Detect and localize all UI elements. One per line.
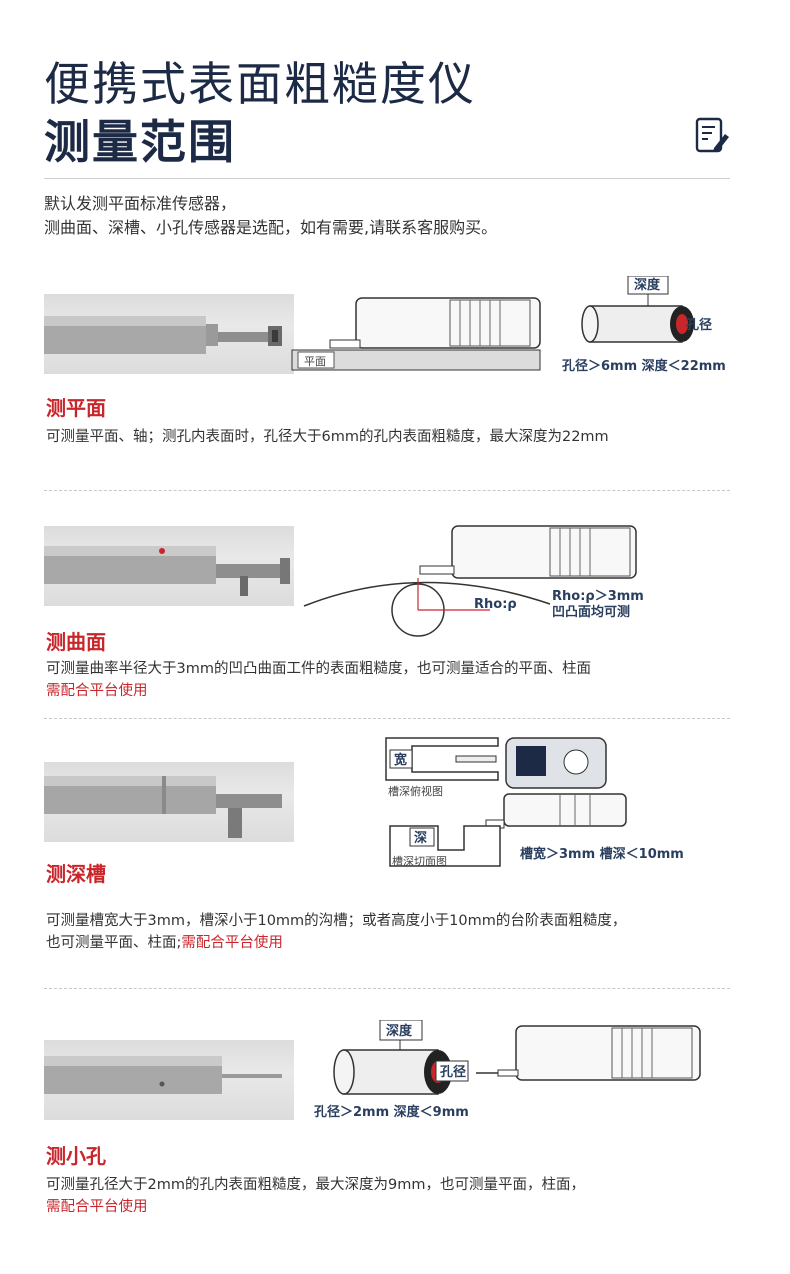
section-desc-groove-2: 也可测量平面、柱面;需配合平台使用 <box>46 932 283 954</box>
section-title-flat: 测平面 <box>46 396 106 420</box>
flat-surface-label: 平面 <box>304 355 326 368</box>
section-title-curved: 测曲面 <box>46 630 106 654</box>
section-desc-curved: 可测量曲率半径大于3mm的凹凸曲面工件的表面粗糙度，也可测量适合的平面、柱面 <box>46 661 591 677</box>
rho-label: Rho:ρ <box>474 597 517 612</box>
curved-spec-line2: 凹凸面均可测 <box>552 604 630 620</box>
header-divider <box>44 178 730 179</box>
small-hole-spec: 孔径＞2mm 深度＜9mm <box>314 1104 469 1120</box>
document-edit-icon <box>695 117 729 153</box>
section-desc-groove-2-text: 也可测量平面、柱面; <box>46 935 182 951</box>
flat-surface-diagram: 平面 <box>291 297 541 371</box>
groove-sensor-photo <box>44 762 294 842</box>
flat-spec: 孔径＞6mm 深度＜22mm <box>562 358 726 374</box>
section-divider-1 <box>44 490 730 491</box>
intro-line-2: 测曲面、深槽、小孔传感器是选配，如有需要,请联系客服购买。 <box>44 218 498 237</box>
hole-diameter-label-1: 孔径 <box>686 317 712 333</box>
section-desc-small-hole: 可测量孔径大于2mm的孔内表面粗糙度，最大深度为9mm，也可测量平面，柱面， <box>46 1177 585 1193</box>
section-title-small-hole: 测小孔 <box>46 1144 106 1168</box>
page-title-line2: 测量范围 <box>44 115 236 169</box>
intro-line-1: 默认发测平面标准传感器， <box>44 194 237 213</box>
flat-sensor-image <box>44 316 282 354</box>
flat-sensor-photo <box>44 294 294 374</box>
small-hole-sensor-photo <box>44 1040 294 1120</box>
page-title-line1: 便携式表面粗糙度仪 <box>44 57 476 111</box>
groove-top-view-label: 槽深俯视图 <box>388 784 443 798</box>
small-hole-diameter-label: 孔径 <box>440 1064 466 1080</box>
section-note-groove: 需配合平台使用 <box>181 935 283 951</box>
small-hole-diagram: 深度 孔径 孔径＞2mm 深度＜9mm <box>314 1020 701 1120</box>
section-desc-flat: 可测量平面、轴；测孔内表面时，孔径大于6mm的孔内表面粗糙度，最大深度为22mm <box>46 429 609 445</box>
curved-surface-diagram: Rho:ρ Rho:ρ＞3mm 凹凸面均可测 <box>303 525 644 637</box>
hole-depth-diagram-1: 深度 孔径 孔径＞6mm 深度＜22mm <box>562 276 726 374</box>
groove-width-label: 宽 <box>393 752 407 768</box>
groove-depth-label: 深 <box>414 830 427 846</box>
section-note-curved: 需配合平台使用 <box>46 683 148 699</box>
small-hole-depth-label: 深度 <box>386 1023 413 1039</box>
curved-spec-line1: Rho:ρ＞3mm <box>552 589 644 604</box>
hole-depth-label-1: 深度 <box>634 277 661 293</box>
section-divider-2 <box>44 718 730 719</box>
section-desc-groove-1: 可测量槽宽大于3mm，槽深小于10mm的沟槽；或者高度小于10mm的台阶表面粗糙… <box>46 913 627 929</box>
section-title-groove: 测深槽 <box>46 862 106 886</box>
curved-sensor-photo <box>44 526 294 606</box>
section-note-small-hole: 需配合平台使用 <box>46 1199 148 1215</box>
groove-spec: 槽宽＞3mm 槽深＜10mm <box>520 846 684 862</box>
intro-text: 默认发测平面标准传感器， 测曲面、深槽、小孔传感器是选配，如有需要,请联系客服购… <box>44 192 497 240</box>
curved-sensor-image <box>44 546 290 596</box>
groove-section-view-label: 槽深切面图 <box>392 855 447 868</box>
small-hole-sensor-image <box>44 1056 282 1094</box>
section-divider-3 <box>44 988 730 989</box>
groove-sensor-image <box>44 776 282 838</box>
groove-diagram: 宽 槽深俯视图 深 槽深切面图 槽宽＞3mm 槽深＜10mm <box>385 737 684 868</box>
